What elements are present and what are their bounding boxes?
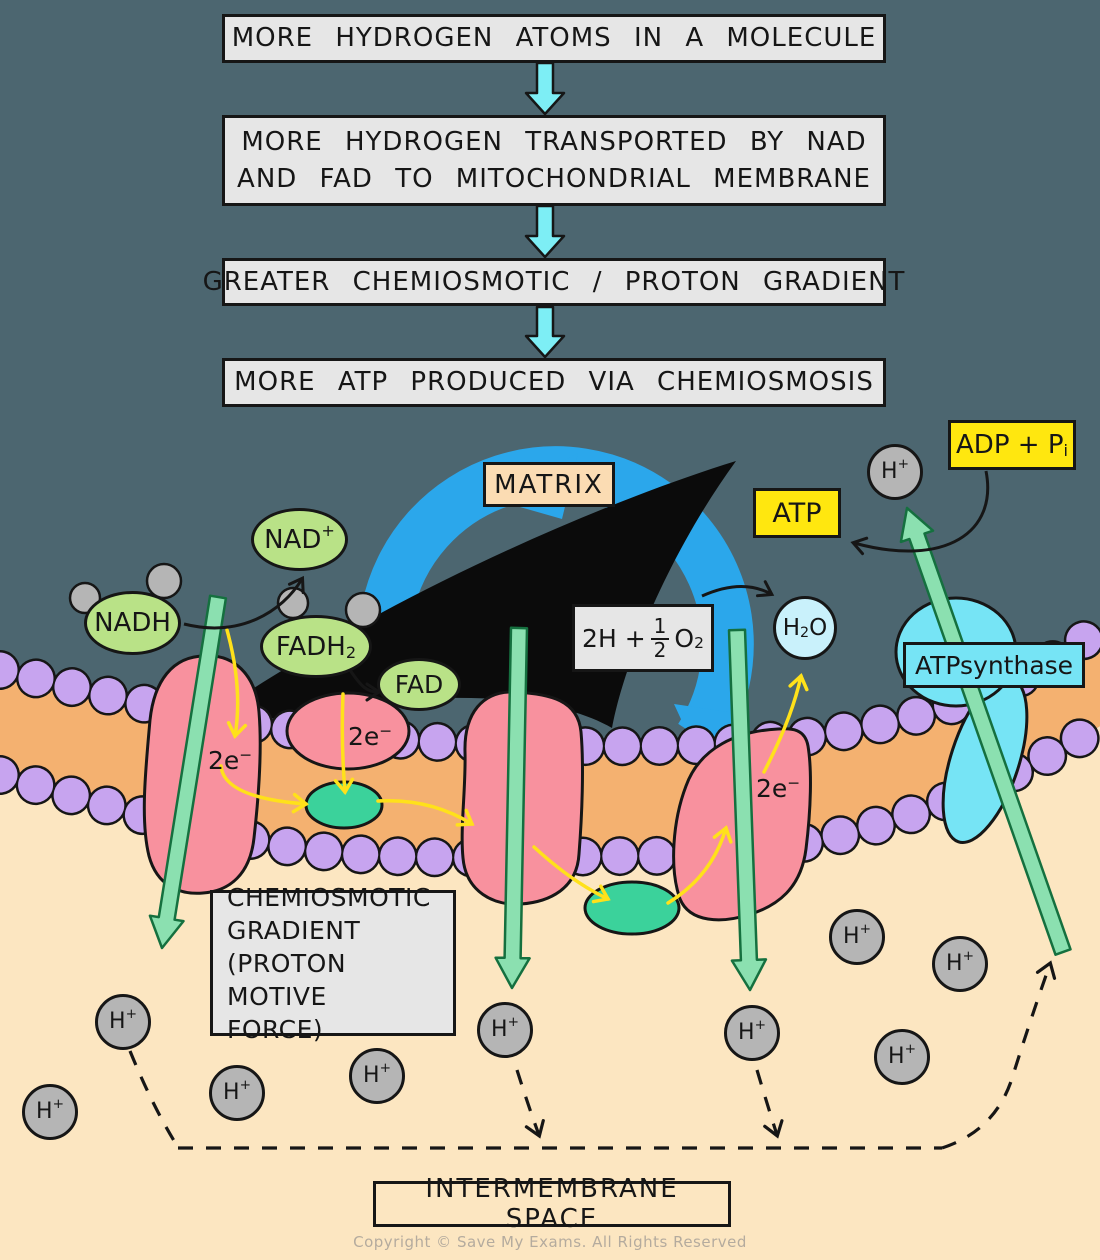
- electron-path: [532, 845, 611, 904]
- proton-h-plus: H+: [829, 909, 885, 965]
- proton-h-plus: H+: [477, 1002, 533, 1058]
- copyright-text: Copyright © Save My Exams. All Rights Re…: [353, 1233, 747, 1251]
- flow-box-4: MORE ATP PRODUCED VIA CHEMIOSMOSIS: [222, 358, 886, 407]
- flow-arrow-down-icon: [524, 61, 566, 116]
- flow-box-2-line1: MORE HYDROGEN TRANSPORTED BY NAD: [241, 126, 867, 157]
- electron-path: [762, 673, 809, 774]
- two-electrons-label: 2e−: [208, 746, 253, 775]
- atp-synthase-label: ATPsynthase: [903, 642, 1085, 688]
- flow-box-1: MORE HYDROGEN ATOMS IN A MOLECULE: [222, 14, 886, 63]
- electron-carrier-cytc: [583, 880, 681, 936]
- flow-box-4-text: MORE ATP PRODUCED VIA CHEMIOSMOSIS: [234, 367, 874, 397]
- intermembrane-space-label: INTERMEMBRANE SPACE: [373, 1174, 731, 1234]
- adp-to-atp-arrow: [850, 470, 990, 556]
- flow-box-3-text: GREATER CHEMIOSMOTIC / PROTON GRADIENT: [202, 266, 906, 297]
- proton-h-plus: H+: [209, 1065, 265, 1121]
- electron-path: [219, 764, 310, 814]
- hydrogen-atom: [344, 591, 382, 629]
- proton-pump-arrow-3: [727, 628, 768, 992]
- flow-arrow-down-icon: [524, 204, 566, 259]
- electron-path: [376, 798, 475, 827]
- fad-molecule: FAD: [377, 658, 461, 711]
- electron-path: [666, 825, 733, 905]
- chemiosmotic-gradient-label: CHEMIOSMOTIC GRADIENT (PROTON MOTIVE FOR…: [210, 883, 456, 1044]
- flow-box-2-line2: AND FAD TO MITOCHONDRIAL MEMBRANE: [237, 163, 871, 194]
- proton-h-plus: H+: [724, 1005, 780, 1061]
- proton-h-plus: H+: [867, 444, 923, 500]
- atp-label: ATP: [753, 488, 841, 538]
- flow-box-1-text: MORE HYDROGEN ATOMS IN A MOLECULE: [231, 23, 877, 53]
- flow-box-3: GREATER CHEMIOSMOTIC / PROTON GRADIENT: [203, 258, 904, 306]
- half-fraction: 1 2: [650, 615, 670, 661]
- protein-complex-2: [285, 691, 411, 771]
- proton-path-dashed: [128, 1050, 178, 1145]
- proton-pump-arrows: [148, 506, 1072, 992]
- nad-molecule: NAD+: [251, 508, 348, 571]
- proton-pump-arrow-2: [494, 626, 531, 990]
- fadh2-to-fad-arrow: [348, 669, 382, 702]
- proton-pump-arrow-1: [148, 594, 228, 950]
- matrix-label: MATRIX: [483, 462, 615, 507]
- flowchart-arrows: [524, 61, 566, 359]
- nadh-molecule: NADH: [84, 591, 181, 655]
- proton-diffusion-paths: [128, 960, 1057, 1150]
- two-electrons-label: 2e−: [348, 722, 393, 751]
- proton-path-dashed: [515, 1069, 545, 1139]
- proton-flow-arrow-synthase: [899, 506, 1072, 956]
- nadh-to-nad-arrow: [183, 575, 305, 630]
- electron-path: [225, 628, 248, 739]
- proton-path-dashed: [941, 960, 1057, 1150]
- proton-h-plus: H+: [932, 936, 988, 992]
- reaction-arrows: [183, 470, 990, 702]
- proton-h-plus: H+: [95, 994, 151, 1050]
- proton-h-plus: H+: [22, 1084, 78, 1140]
- flow-arrow-down-icon: [524, 305, 566, 359]
- oxygen-to-water-arrow: [701, 580, 775, 598]
- proton-h-plus: H+: [349, 1048, 405, 1104]
- flow-box-2: MORE HYDROGEN TRANSPORTED BY NAD AND FAD…: [222, 115, 886, 206]
- proton-h-plus: H+: [874, 1029, 930, 1085]
- two-electrons-label: 2e−: [756, 774, 801, 803]
- electron-path: [333, 692, 355, 796]
- proton-path-dashed: [755, 1069, 784, 1139]
- electron-paths: [219, 628, 809, 905]
